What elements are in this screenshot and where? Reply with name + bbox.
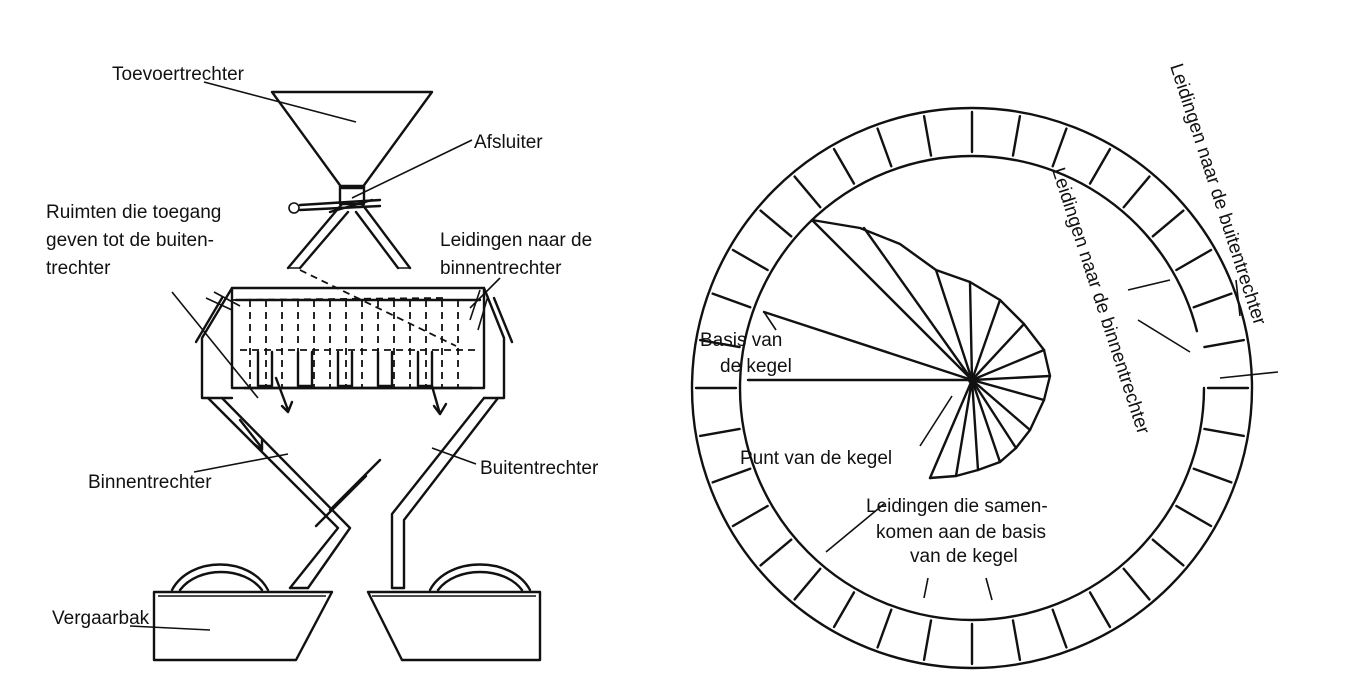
cone-ray [934,268,974,382]
inner-ring [738,154,1206,622]
label-basis-line1: Basis van [700,330,782,351]
label-binnentrechter: Binnentrechter [88,472,212,493]
ring-partition [759,209,793,238]
label-leidingen-binnen-line2: binnentrechter [440,258,562,279]
cone-ray [970,378,980,472]
ring-partition [1192,292,1233,309]
outer-funnel-left-wall [200,286,234,400]
divider-box [230,269,486,390]
label-samen-line1: Leidingen die samen- [866,496,1048,517]
ring-partition [793,175,822,209]
ring-partitions [694,110,1250,666]
ring-partition [731,504,769,528]
cone-rays [746,218,1052,480]
ring-partition [698,338,741,349]
cone-ray [970,378,1002,464]
cone-ray [970,348,1046,382]
ring-partition [1011,619,1022,662]
ring-partition [1088,591,1112,629]
label-toevoertrechter: Toevoertrechter [112,64,245,85]
ring-partition [711,292,752,309]
outer-funnel-pipe [390,396,500,590]
cone-ray [970,378,1018,450]
ring-partition [793,567,822,601]
ring-partition [832,591,856,629]
ring-partition [1175,504,1213,528]
ring-partition [1151,209,1185,238]
cone-ray [862,226,974,382]
cone-outline [810,218,1052,480]
right-leader-lines [763,279,1279,601]
ring-partition [698,427,741,438]
ring-partition [759,538,793,567]
outer-funnel-right-wall [482,286,506,400]
ring-partition [876,608,893,649]
inner-funnel-pipe [206,396,352,590]
label-punt: Punt van de kegel [740,448,892,469]
ring-partition [1122,567,1151,601]
cone-ray [928,378,974,480]
cone-ray [970,378,1032,432]
right-diagram: Basis van de kegel Punt van de kegel Lei… [690,61,1279,670]
cone-ray [970,322,1026,382]
label-vergaarbak: Vergaarbak [52,608,150,629]
ring-partition [1011,114,1022,157]
ring-partition [731,248,769,272]
cone-ray [970,374,1052,382]
left-leader-lines [129,81,501,631]
label-leidingen-binnen-line1: Leidingen naar de [440,230,592,251]
collection-tank-left [152,590,334,662]
ring-partition [711,467,752,484]
label-ruimten-line1: Ruimten die toegang [46,202,221,223]
cone-ray [968,280,974,382]
label-basis-line2: de kegel [720,356,792,377]
ring-partition [922,114,933,157]
cone-ray [810,218,974,382]
label-samen-line3: van de kegel [910,546,1018,567]
label-leidingen-binnentrechter: Leidingen naar de binnentrechter [1047,165,1153,437]
label-afsluiter: Afsluiter [474,132,543,153]
cone-ray [954,378,974,478]
ring-partition [1051,608,1068,649]
label-samen-line2: komen aan de basis [876,522,1046,543]
left-diagram: Toevoertrechter Afsluiter Ruimten die to… [46,64,599,662]
ring-partition [876,127,893,168]
label-ruimten-line2: geven tot de buiten- [46,230,214,251]
ring-partition [922,619,933,662]
ring-partition [1175,248,1213,272]
label-buitentrechter: Buitentrechter [480,458,599,479]
ring-partition [1122,175,1151,209]
feed-hopper [270,90,434,190]
cone-ray [970,298,1002,382]
ring-partition [1203,338,1246,349]
collection-tank-right [366,590,542,662]
cone-ray [762,310,974,382]
ring-partition [1051,127,1068,168]
ring-partition [1203,427,1246,438]
label-ruimten-line3: trechter [46,258,111,279]
lower-feed-cone [286,202,412,270]
ring-partition [1088,147,1112,185]
ring-partition [832,147,856,185]
cone-apex [968,376,976,384]
cone-ray [970,378,1046,402]
ring-partition [1192,467,1233,484]
ring-partition [1151,538,1185,567]
outer-ring [690,106,1254,670]
